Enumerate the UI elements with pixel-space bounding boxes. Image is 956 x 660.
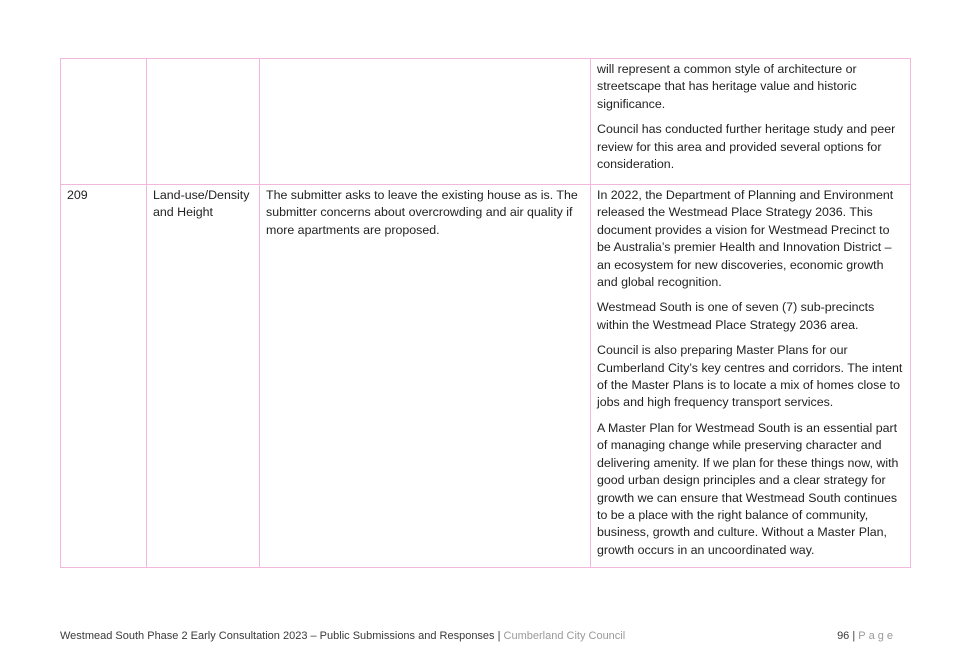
cell-response: In 2022, the Department of Planning and …: [590, 183, 911, 569]
page-indicator: 96 | Page: [837, 630, 896, 642]
response-paragraph: Council has conducted further heritage s…: [597, 122, 896, 172]
cell-topic: [146, 58, 260, 185]
table-row: 209 Land-use/Density and Height The subm…: [60, 183, 911, 569]
footer-org: Cumberland City Council: [503, 630, 626, 642]
table-row: will represent a common style of archite…: [60, 58, 911, 185]
submissions-table-container: will represent a common style of archite…: [60, 58, 911, 569]
cell-submission: [259, 58, 591, 185]
response-paragraph: Westmead South is one of seven (7) sub-p…: [597, 300, 875, 332]
page-label: Page: [858, 630, 896, 642]
submissions-table: will represent a common style of archite…: [60, 58, 911, 569]
footer-title: Westmead South Phase 2 Early Consultatio…: [60, 630, 504, 642]
cell-topic: Land-use/Density and Height: [146, 183, 260, 569]
page-separator: |: [849, 630, 859, 642]
page-footer: Westmead South Phase 2 Early Consultatio…: [60, 630, 896, 642]
response-paragraph: will represent a common style of archite…: [597, 62, 857, 111]
response-paragraph: Council is also preparing Master Plans f…: [597, 343, 903, 410]
page-number: 96: [837, 630, 850, 642]
response-paragraph: In 2022, the Department of Planning and …: [597, 188, 894, 290]
response-paragraph: A Master Plan for Westmead South is an e…: [597, 420, 899, 557]
cell-submission: The submitter asks to leave the existing…: [259, 183, 591, 569]
cell-response: will represent a common style of archite…: [590, 58, 911, 185]
cell-id: 209: [60, 183, 147, 569]
cell-id: [60, 58, 147, 185]
